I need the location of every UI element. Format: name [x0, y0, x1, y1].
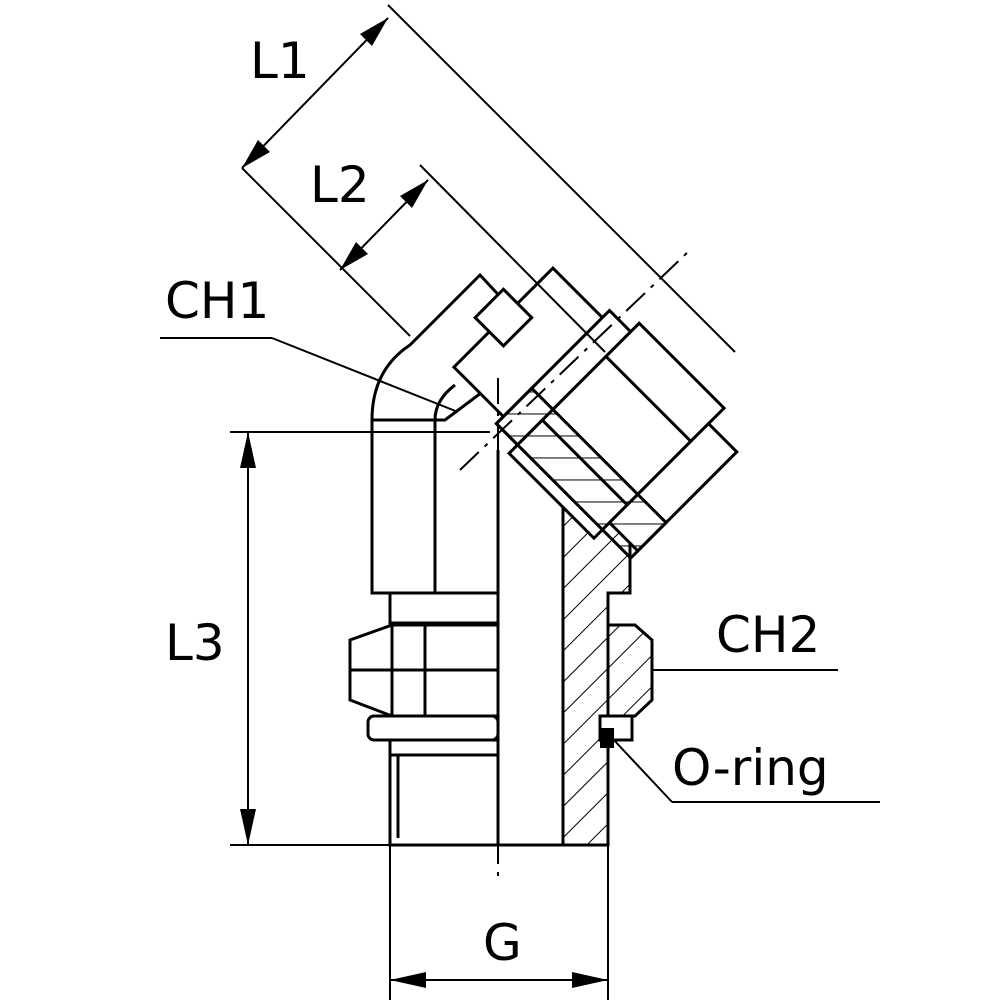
angled-section: [494, 386, 669, 561]
label-l3: L3: [165, 614, 225, 672]
label-oring: O-ring: [672, 739, 829, 797]
dim-l2: [339, 164, 606, 353]
label-g: G: [483, 914, 522, 972]
clip: [473, 287, 534, 348]
label-l1: L1: [250, 32, 310, 90]
angled-swivel: [451, 265, 739, 561]
leader-ch1: [160, 337, 459, 413]
oring-seal: [600, 728, 614, 748]
washer: [366, 714, 500, 742]
dim-l1: [241, 4, 736, 353]
thread-section: [388, 738, 500, 847]
dim-l3: [230, 431, 490, 846]
stud-neck: [388, 591, 500, 625]
dim-g: [389, 845, 609, 1000]
label-ch1: CH1: [165, 272, 269, 330]
axis-angled: [459, 249, 691, 471]
label-l2: L2: [310, 156, 370, 214]
stud-body: [348, 418, 500, 847]
label-ch2: CH2: [716, 606, 820, 664]
elbow-outer-left: [370, 418, 437, 595]
ch2-nut-section: [606, 623, 654, 718]
leader-oring: [611, 737, 880, 803]
